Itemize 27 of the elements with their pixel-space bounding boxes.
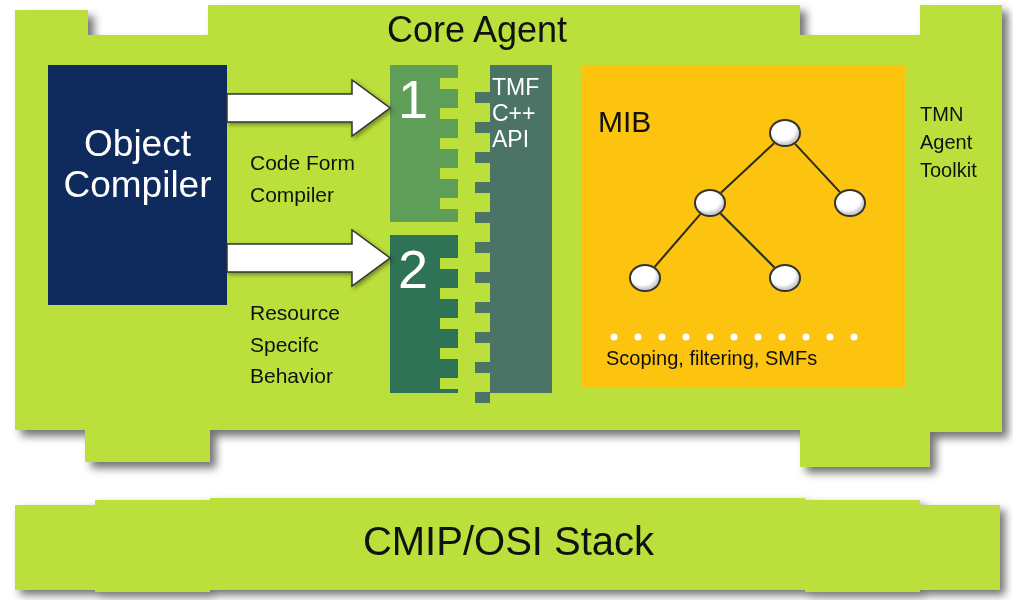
compiler-box xyxy=(48,65,227,305)
block-arrow xyxy=(226,78,392,138)
api-title: TMF C++ API xyxy=(492,75,541,153)
tree-line xyxy=(794,142,841,194)
tree-node-circle xyxy=(629,264,661,292)
module-number: 1 xyxy=(398,69,430,130)
tree-line xyxy=(719,142,776,194)
mib-title: MIB xyxy=(598,105,653,139)
api-bar xyxy=(490,65,552,393)
module-block xyxy=(390,65,458,222)
stack-title: CMIP/OSI Stack xyxy=(361,519,656,564)
side-label: TMN Agent Toolkit xyxy=(920,102,978,183)
tree-node-circle xyxy=(834,189,866,217)
tree-node-circle xyxy=(694,189,726,217)
edge-label: Code Form Compiler xyxy=(250,150,357,208)
tree-line xyxy=(719,212,776,269)
edge-label: Resource Specifc Behavior xyxy=(250,300,341,389)
module-block xyxy=(390,235,458,393)
tree-line xyxy=(653,213,702,268)
tree-node-circle xyxy=(769,119,801,147)
box-title: Object Compiler xyxy=(62,123,213,206)
module-number: 2 xyxy=(398,239,430,300)
mib-caption: Scoping, filtering, SMFs xyxy=(606,347,819,370)
tree-node-circle xyxy=(769,264,801,292)
panel-title: Core Agent xyxy=(385,10,569,51)
mib-box xyxy=(582,65,905,388)
block-arrow xyxy=(226,228,392,288)
